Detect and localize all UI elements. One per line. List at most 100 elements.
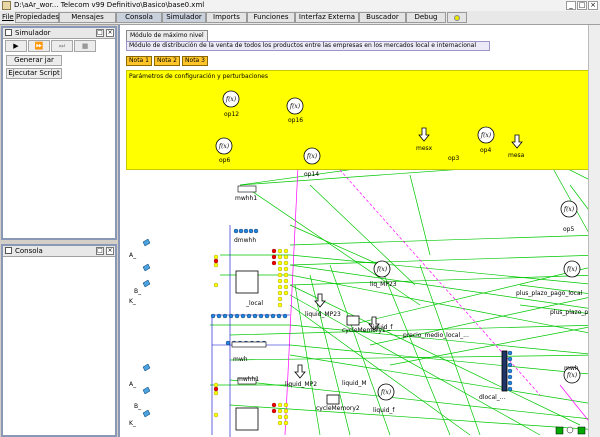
menu-file[interactable]: File: [2, 13, 14, 21]
tab-interfaz-externa[interactable]: Interfaz Externa: [295, 12, 359, 23]
panel-close-button[interactable]: ×: [106, 247, 114, 255]
block-local-lower: [235, 407, 259, 431]
label-op16: op16: [288, 117, 304, 124]
vertical-scrollbar[interactable]: [588, 25, 600, 437]
label-liquid-m: liquid_M: [342, 380, 367, 387]
parameters-title: Parámetros de configuración y perturbaci…: [129, 73, 268, 80]
status-dot-icon: [454, 15, 460, 21]
label-cycle-memory1: cycleMemory1: [342, 327, 386, 334]
label-input-a-lower: A_: [129, 381, 137, 388]
label-input-k: K_: [129, 298, 136, 305]
menu-bar: File Propiedades Mensajes Consola Simula…: [0, 11, 600, 25]
function-node-op12: [222, 90, 240, 108]
window-title: D:\aAr_wor... Telecom v99 Definitivo\Bas…: [14, 1, 205, 9]
close-button[interactable]: ×: [588, 1, 598, 10]
block-dlocal: [501, 350, 508, 392]
function-node-op14: [303, 147, 321, 165]
function-node-mwh: [563, 366, 581, 384]
label-mwhh1: mwhh1: [235, 195, 258, 202]
label-plus-plazo-pago-local: plus_plazo_pago_local: [516, 290, 583, 297]
svg-text:f(x): f(x): [218, 143, 230, 150]
tab-buscador[interactable]: Buscador: [359, 12, 406, 23]
arrow-node-liquid-mp2: [294, 364, 306, 379]
simulator-panel: Simulador □ × ▶ ⏩ ⏭ ■ Generar jar Ejecut…: [1, 26, 117, 240]
simulator-panel-header: Simulador □ ×: [3, 28, 115, 39]
mux-mwh: [231, 341, 267, 348]
svg-text:f(x): f(x): [563, 206, 575, 213]
run-script-button[interactable]: Ejecutar Script: [6, 68, 62, 79]
label-op6: op6: [219, 157, 231, 164]
label-liquid-f: liquid_f: [371, 324, 393, 331]
console-panel: Consola □ ×: [1, 244, 117, 437]
svg-text:f(x): f(x): [376, 266, 388, 273]
simulator-panel-title: Simulador: [15, 29, 51, 37]
memory-node-cycle2: [326, 394, 340, 405]
label-mwh-right: mwh: [564, 365, 579, 372]
tab-imports[interactable]: Imports: [206, 12, 247, 23]
label-local: _local: [246, 300, 263, 307]
console-panel-title: Consola: [15, 247, 43, 255]
mux-mwhh1-lower: [237, 377, 257, 385]
label-mwhh1-lower: mwhh1: [237, 376, 260, 383]
label-cycle-memory2: cycleMemory2: [316, 405, 360, 412]
arrow-node-liquid-f: [368, 316, 380, 331]
label-input-a: A_: [129, 252, 137, 259]
svg-text:f(x): f(x): [380, 389, 392, 396]
svg-text:f(x): f(x): [289, 103, 301, 110]
svg-text:f(x): f(x): [225, 96, 237, 103]
function-node-liquid-f2: [377, 383, 395, 401]
diagram-canvas[interactable]: Módulo de máximo nivel Módulo de distrib…: [118, 25, 600, 437]
label-mesa: mesa: [508, 152, 525, 159]
status-indicator-button[interactable]: [447, 12, 467, 23]
label-liquid-mp23: liquid_MP23: [305, 311, 341, 318]
label-precio-medio-local: precio_medio_local_...: [403, 332, 469, 339]
maximize-button[interactable]: □: [577, 1, 587, 10]
generate-jar-button[interactable]: Generar jar: [6, 55, 62, 66]
label-dlocal: dlocal_...: [479, 394, 506, 401]
diagram-nodes: f(x) f(x) f(x) f(x) f(x) f(x) f(x) f(x) …: [142, 90, 586, 435]
function-node-op5: [560, 200, 578, 218]
tab-simulador[interactable]: Simulador: [162, 12, 206, 23]
label-liq-mp23: liq_MP23: [370, 281, 397, 288]
label-dmwhh: dmwhh: [234, 237, 257, 244]
function-node-op6: [215, 137, 233, 155]
module-description: Módulo de distribución de la venta de to…: [126, 41, 490, 51]
label-op5: op5: [563, 226, 575, 233]
svg-text:f(x): f(x): [566, 372, 578, 379]
step-button[interactable]: ⏩: [28, 40, 50, 52]
tab-propiedades[interactable]: Propiedades: [15, 12, 59, 23]
play-button[interactable]: ▶: [5, 40, 27, 52]
function-node-op16: [286, 97, 304, 115]
console-panel-header: Consola □ ×: [3, 246, 115, 257]
label-op4: op4: [480, 147, 492, 154]
label-mwh: mwh: [233, 356, 248, 363]
note-2-button[interactable]: Nota 2: [154, 56, 180, 66]
label-op14: op14: [304, 171, 320, 178]
label-input-b: B_: [134, 288, 142, 295]
tab-consola[interactable]: Consola: [116, 12, 162, 23]
function-node-plus-plazo: [563, 260, 581, 278]
tab-funciones[interactable]: Funciones: [247, 12, 295, 23]
svg-text:f(x): f(x): [480, 132, 492, 139]
label-input-k-lower: K_: [129, 420, 136, 427]
minimize-button[interactable]: _: [566, 1, 576, 10]
panel-close-button[interactable]: ×: [106, 29, 114, 37]
label-op12: op12: [224, 111, 240, 118]
panel-float-button[interactable]: □: [96, 247, 104, 255]
svg-text:f(x): f(x): [566, 266, 578, 273]
panel-icon: [5, 247, 12, 254]
note-3-button[interactable]: Nota 3: [182, 56, 208, 66]
label-liquid-mp2: liquid_MP2: [285, 381, 318, 388]
step-end-button[interactable]: ⏭: [51, 40, 73, 52]
label-input-b-lower: B_: [134, 403, 142, 410]
tab-debug[interactable]: Debug: [406, 12, 446, 23]
mux-mwhh1: [237, 185, 257, 193]
arrow-node-mesa: [511, 134, 523, 149]
panel-float-button[interactable]: □: [96, 29, 104, 37]
function-node-liq-mp23: [373, 260, 391, 278]
block-local: [235, 270, 259, 294]
stop-button[interactable]: ■: [74, 40, 96, 52]
function-node-op3: [477, 126, 495, 144]
tab-mensajes[interactable]: Mensajes: [59, 12, 116, 23]
note-1-button[interactable]: Nota 1: [126, 56, 152, 66]
